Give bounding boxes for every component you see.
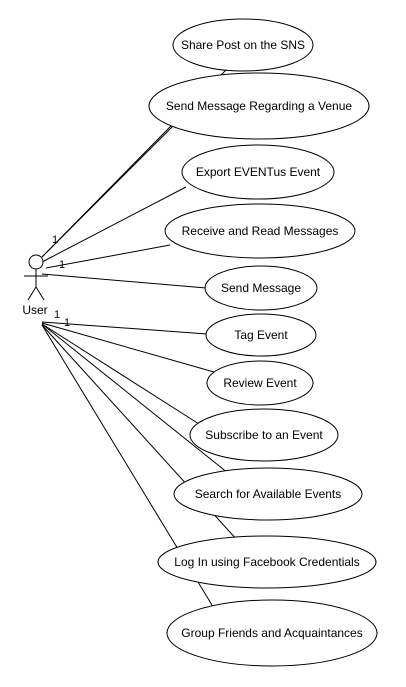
multiplicity-label: 1 — [64, 317, 70, 329]
use-case-ellipse — [206, 360, 314, 406]
multiplicity-label: 1 — [59, 259, 65, 271]
use-case-receive-read-messages[interactable]: Receive and Read Messages — [164, 203, 356, 259]
use-case-label: Tag Event — [234, 328, 288, 342]
use-case-send-message[interactable]: Send Message — [204, 265, 318, 311]
association-receive-read-messages — [45, 244, 171, 269]
use-case-login-facebook[interactable]: Log In using Facebook Credentials — [157, 535, 377, 589]
actor-label: User — [22, 303, 47, 317]
use-case-label: Send Message Regarding a Venue — [166, 99, 352, 113]
use-case-group-friends[interactable]: Group Friends and Acquaintances — [166, 599, 378, 667]
association-review-event — [41, 322, 215, 373]
use-case-ellipse — [205, 313, 317, 357]
use-case-label: Send Message — [221, 281, 301, 295]
use-case-label: Share Post on the SNS — [181, 38, 305, 52]
use-case-export-event[interactable]: Export EVENTus Event — [181, 144, 335, 200]
actor-head — [28, 254, 44, 270]
use-case-share-post[interactable]: Share Post on the SNS — [172, 18, 314, 72]
association-tag-event — [41, 321, 208, 335]
association-search-events — [41, 323, 229, 474]
use-case-label: Export EVENTus Event — [196, 165, 321, 179]
association-send-message — [41, 273, 207, 289]
use-case-ellipse — [164, 203, 356, 259]
use-case-ellipse — [189, 408, 339, 462]
use-case-tag-event[interactable]: Tag Event — [205, 313, 317, 357]
use-case-ellipse — [172, 18, 314, 72]
use-case-search-events[interactable]: Search for Available Events — [173, 467, 363, 521]
use-case-subscribe-event[interactable]: Subscribe to an Event — [189, 408, 339, 462]
use-case-label: Group Friends and Acquaintances — [181, 626, 362, 640]
use-case-ellipse — [166, 599, 378, 667]
actor-left-leg — [27, 286, 37, 301]
use-case-label: Search for Available Events — [195, 487, 342, 501]
use-case-ellipse — [173, 467, 363, 521]
use-case-label: Subscribe to an Event — [205, 428, 323, 442]
association-send-message-venue — [41, 125, 174, 258]
use-case-review-event[interactable]: Review Event — [206, 360, 314, 406]
association-export-event — [41, 186, 187, 263]
use-case-ellipse — [181, 144, 335, 200]
use-case-send-message-venue[interactable]: Send Message Regarding a Venue — [148, 72, 370, 140]
use-case-ellipse — [204, 265, 318, 311]
multiplicity-labels: 1 1 1 1 — [52, 234, 70, 329]
use-case-label: Log In using Facebook Credentials — [174, 555, 359, 569]
use-case-ellipse — [148, 72, 370, 140]
actor-user[interactable]: User — [22, 254, 48, 317]
use-case-label: Review Event — [223, 376, 297, 390]
association-subscribe-event — [41, 323, 200, 425]
multiplicity-label: 1 — [52, 234, 58, 246]
use-case-label: Receive and Read Messages — [182, 224, 339, 238]
use-case-ellipse — [157, 535, 377, 589]
actor-right-leg — [35, 286, 45, 301]
multiplicity-label: 1 — [54, 309, 60, 321]
